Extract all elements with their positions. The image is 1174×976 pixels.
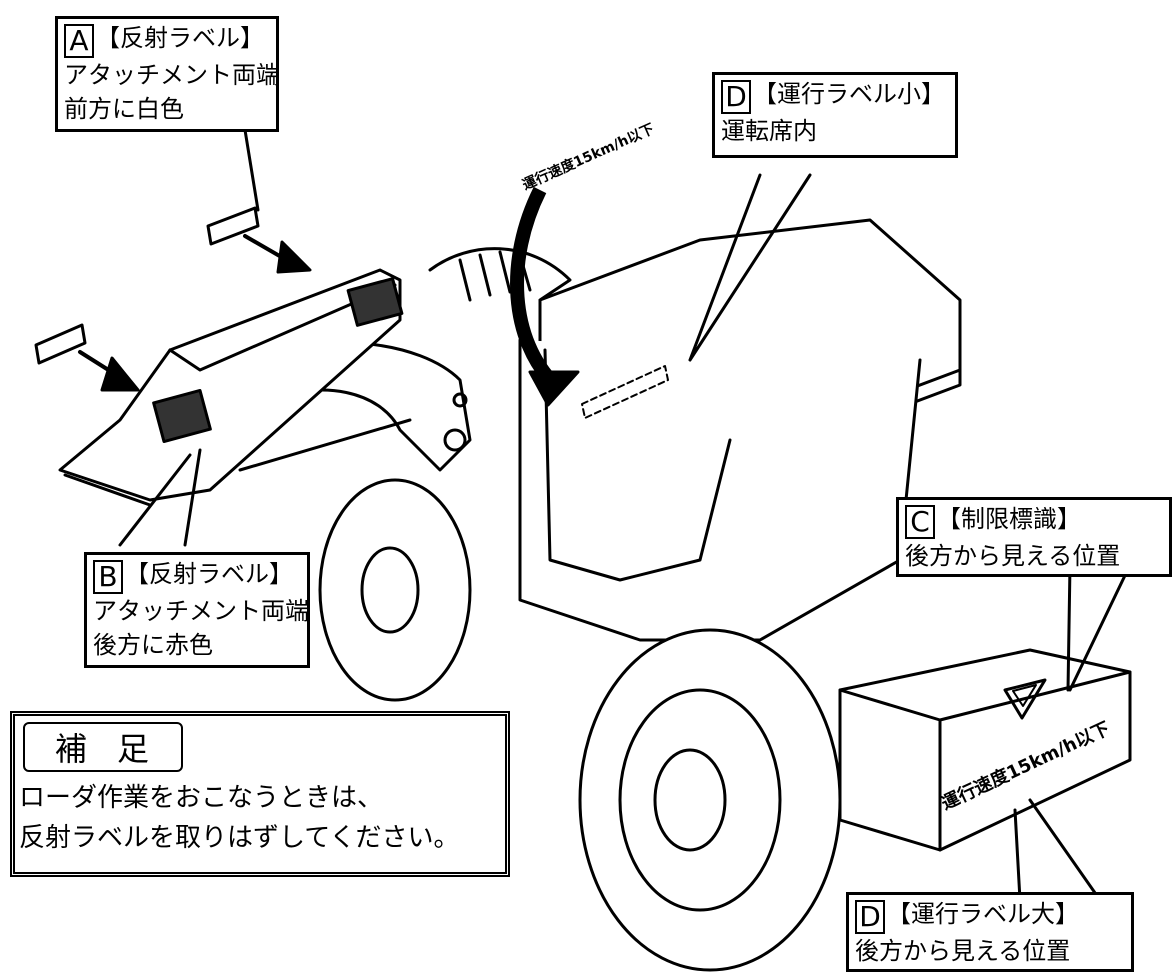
leader-b — [118, 448, 202, 547]
front-tire-hub — [360, 546, 420, 634]
note-body: ローダ作業をおこなうときは、 反射ラベルを取りはずしてください。 — [19, 778, 459, 858]
callout-d-small-letter: D — [721, 80, 751, 114]
callout-c-title: 【制限標識】 — [937, 505, 1081, 533]
leader-a — [243, 128, 260, 212]
rear-sign-box — [838, 648, 1132, 852]
callout-a-letter: A — [64, 24, 94, 58]
bucket — [58, 268, 402, 502]
callout-a-line3: 前方に白色 — [64, 95, 184, 123]
callout-d-large-line2: 後方から見える位置 — [855, 937, 1071, 965]
callout-a-line2: アタッチメント両端 — [64, 61, 280, 89]
rear-tire-inner — [618, 688, 782, 912]
callout-b: B【反射ラベル】 アタッチメント両端 後方に赤色 — [84, 552, 310, 668]
callout-d-small-line2: 運転席内 — [721, 117, 817, 145]
leader-d-large — [1013, 798, 1102, 902]
speed-label-small: 運行速度15km/h以下 — [520, 120, 657, 193]
callout-c-letter: C — [905, 505, 935, 539]
callout-b-title: 【反射ラベル】 — [125, 560, 293, 588]
cabin-window — [543, 348, 732, 582]
callout-d-small: D【運行ラベル小】 運転席内 — [712, 72, 958, 158]
callout-c: C【制限標識】 後方から見える位置 — [896, 497, 1172, 577]
callout-d-large-title: 【運行ラベル大】 — [887, 900, 1079, 928]
callout-b-line3: 後方に赤色 — [93, 631, 213, 659]
callout-a: A【反射ラベル】 アタッチメント両端 前方に白色 — [55, 16, 280, 132]
sheet-a-upper — [206, 206, 260, 246]
arrow-lower — [100, 356, 140, 392]
note-title: 補足 — [23, 722, 183, 772]
arrow-upper — [276, 240, 312, 274]
note-line-1: ローダ作業をおこなうときは、 — [19, 783, 384, 813]
supplement-note: 補足 ローダ作業をおこなうときは、 反射ラベルを取りはずしてください。 — [10, 711, 510, 877]
leader-d-small — [688, 173, 812, 362]
reflector-left — [152, 388, 212, 444]
front-tire — [318, 478, 472, 702]
cabin-body — [518, 338, 922, 642]
curved-arrow — [510, 186, 561, 390]
leader-c — [1066, 563, 1132, 692]
callout-b-letter: B — [93, 560, 123, 594]
dashed-label-slot — [581, 365, 669, 419]
callout-a-title: 【反射ラベル】 — [96, 24, 264, 52]
hood — [428, 247, 572, 302]
sheet-a-lower — [34, 323, 87, 365]
callout-c-line2: 後方から見える位置 — [905, 542, 1121, 570]
rear-tire-hub — [653, 748, 727, 852]
callout-d-small-title: 【運行ラベル小】 — [753, 80, 945, 108]
note-line-2: 反射ラベルを取りはずしてください。 — [19, 823, 460, 853]
callout-d-large: D【運行ラベル大】 後方から見える位置 — [846, 892, 1134, 972]
callout-b-line2: アタッチメント両端 — [93, 597, 309, 625]
triangle-sign — [1003, 678, 1047, 720]
callout-d-large-letter: D — [855, 900, 885, 934]
reflector-right — [346, 277, 404, 327]
